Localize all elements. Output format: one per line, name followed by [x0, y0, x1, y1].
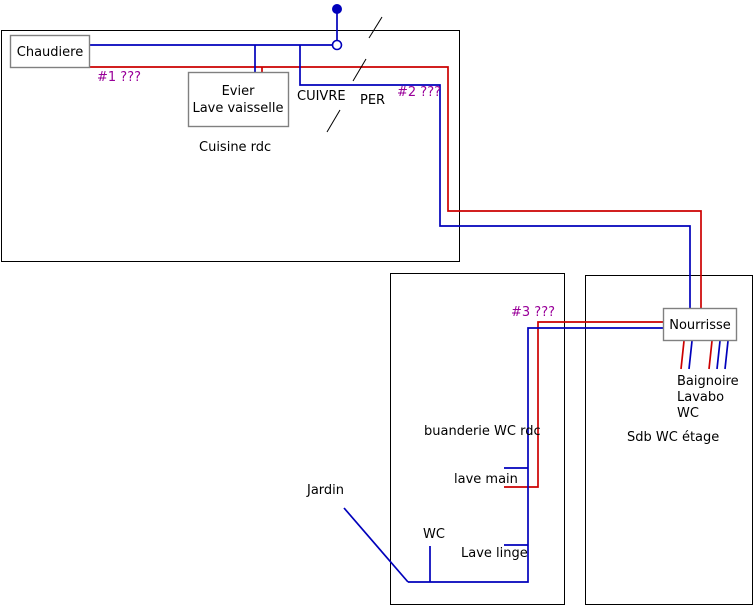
cold-stub-wc-etage [724, 340, 729, 370]
valve-icon [331, 39, 343, 51]
label-buanderie: buanderie WC rdc [424, 424, 541, 439]
cold-stub-lavabo [716, 340, 721, 370]
hot-stub-lavabo [708, 340, 713, 370]
label-cuisine: Cuisine rdc [199, 140, 271, 155]
hot-pipe-chaudiere-to-nourrisse [90, 66, 702, 309]
label-sdb-etage: Sdb WC étage [627, 430, 719, 445]
room-cuisine-outline [1, 30, 460, 262]
nourrisse-label: Nourrisse [669, 318, 731, 333]
annotation-hash1: #1 ??? [97, 70, 141, 85]
annotation-hash3: #3 ??? [511, 305, 555, 320]
label-wc-etage: WC [677, 406, 699, 421]
annotation-hash2: #2 ??? [397, 85, 441, 100]
cold-stub-baignoire [688, 340, 693, 370]
pipe-break-mark-mid [352, 58, 367, 82]
cold-pipe-nourrisse-to-buanderie [408, 327, 663, 583]
label-wc-rdc: WC [423, 527, 445, 542]
evier-box [187, 71, 290, 128]
pipe-break-mark-low [326, 109, 341, 133]
chaudiere-box [9, 34, 91, 69]
pipe-break-mark-top [368, 16, 383, 39]
water-supply-point-icon [332, 4, 342, 14]
chaudiere-label: Chaudiere [17, 45, 83, 60]
evier-label-line1: Evier [222, 84, 256, 99]
label-lave-main: lave main [454, 472, 518, 487]
room-buanderie-outline [390, 273, 565, 605]
cold-pipe-jardin [343, 507, 409, 583]
room-sdb-outline [585, 275, 753, 605]
nourrisse-box [662, 307, 738, 342]
label-jardin: Jardin [306, 483, 344, 498]
label-lavabo: Lavabo [677, 390, 724, 405]
label-lave-linge: Lave linge [461, 546, 528, 561]
label-cuivre: CUIVRE [297, 89, 346, 104]
label-baignoire: Baignoire [677, 374, 739, 389]
hot-stub-baignoire [680, 340, 685, 370]
evier-label-line2: Lave vaisselle [192, 101, 283, 116]
hot-pipe-nourrisse-to-lave-main [504, 321, 663, 488]
label-per: PER [360, 93, 385, 108]
cold-pipe-to-nourrisse [299, 45, 691, 309]
